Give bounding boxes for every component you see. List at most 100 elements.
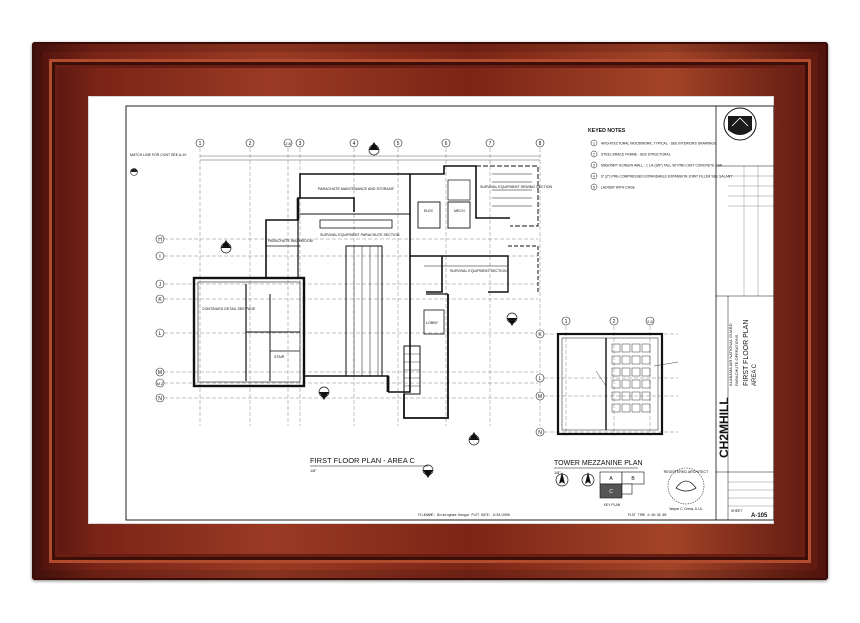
grid-bubble: K — [155, 294, 165, 304]
frame-inner-bevel — [52, 62, 808, 560]
svg-text:2: 2 — [593, 153, 595, 157]
room-label: STAIR — [274, 355, 285, 359]
row-bubbles: H I J K L M M.2 N — [155, 234, 165, 403]
svg-text:H: H — [158, 237, 162, 243]
north-arrow-icon — [555, 472, 569, 487]
room-label: PARACHUTE WASHROOM — [268, 239, 313, 243]
svg-text:J: J — [159, 282, 162, 288]
room-label: LOBBY — [426, 321, 439, 325]
grid-bubble: L — [535, 373, 545, 383]
svg-text:K: K — [538, 332, 542, 338]
title-block: ALABAMA AIR NATIONAL GUARD PARACHUTE OPE… — [715, 106, 774, 520]
svg-text:B: B — [631, 476, 635, 482]
grid-bubble: 7 — [485, 138, 495, 148]
svg-text:2: 2 — [613, 319, 616, 325]
grid-bubble: 2.8 — [645, 316, 655, 326]
grid-bubble: M.2 — [155, 378, 165, 388]
section-marker — [220, 240, 232, 254]
grid-bubble: 4 — [349, 138, 359, 148]
svg-text:L: L — [539, 376, 542, 382]
blueprint-paper: 1 2 2.8 3 4 5 6 7 8 H I J K L M M.2 N MA… — [88, 96, 774, 524]
mezzanine-plan-title: TOWER MEZZANINE PLAN — [554, 460, 643, 467]
svg-text:M: M — [538, 394, 542, 400]
first-floor-plan-title: FIRST FLOOR PLAN - AREA C — [310, 456, 415, 465]
north-arrow-icon — [581, 472, 595, 487]
guard-emblem-icon — [723, 107, 757, 141]
seal-name: Wayne C. Crews, A.I.A. — [669, 507, 702, 511]
plot-footer-right: PLOT TIME 4:46:39 AM — [628, 513, 666, 517]
keyed-note: 3 MASONRY SCREEN WALL - 1 1/4 (3/8") TAL… — [590, 161, 723, 169]
grid-bubble: 1 — [195, 138, 205, 148]
svg-text:L: L — [159, 331, 162, 337]
keyed-notes-heading: KEYED NOTES — [588, 128, 626, 134]
svg-text:8: 8 — [539, 141, 542, 147]
svg-text:1: 1 — [593, 142, 595, 146]
section-marker — [368, 142, 380, 156]
column-bubbles: 1 2 2.8 3 4 5 6 7 8 — [195, 138, 545, 148]
plot-footer-left: FILENAME: Birmingham Hangar PLOT DATE: 9… — [418, 513, 510, 517]
svg-text:2: 2 — [249, 141, 252, 147]
svg-text:MASONRY SCREEN WALL - 1 1/4 (3: MASONRY SCREEN WALL - 1 1/4 (3/8") TALL … — [601, 164, 723, 168]
blueprint-drawing: 1 2 2.8 3 4 5 6 7 8 H I J K L M M.2 N MA… — [125, 105, 774, 521]
firm-name: CH2MHILL — [717, 397, 731, 458]
room-label: MECH — [454, 209, 465, 213]
svg-text:ARCHITECTURAL WOODWORK, TYPICA: ARCHITECTURAL WOODWORK, TYPICAL - SEE IN… — [601, 142, 717, 146]
room-labels: PARACHUTE MAINTENANCE AND STORAGE SURVIV… — [202, 185, 553, 359]
architect-seal: REGISTERED ARCHITECT Wayne C. Crews, A.I… — [664, 467, 710, 511]
svg-text:N: N — [158, 396, 162, 402]
sheet-title: FIRST FLOOR PLAN — [743, 320, 750, 386]
section-marker — [468, 432, 480, 446]
room-label: PARACHUTE MAINTENANCE AND STORAGE — [318, 187, 395, 191]
svg-text:I: I — [159, 254, 160, 260]
svg-text:M.2: M.2 — [157, 382, 163, 386]
dimension-string — [200, 155, 540, 161]
first-floor-plan — [192, 165, 539, 419]
grid-bubble: M — [155, 367, 165, 377]
grid-bubble: 8 — [535, 138, 545, 148]
svg-text:N: N — [538, 430, 542, 436]
svg-text:3: 3 — [299, 141, 302, 147]
mezzanine-plan-scale: 1/8" — [554, 471, 561, 475]
section-marker — [506, 312, 518, 326]
section-markers — [220, 142, 518, 478]
svg-text:4: 4 — [353, 141, 356, 147]
sheet-subtitle: AREA C — [752, 363, 758, 386]
grid-bubble: J — [155, 279, 165, 289]
keyed-note: 5 LADDER WITH CAGE — [590, 183, 636, 191]
grid-bubble: L — [155, 328, 165, 338]
keyed-note: 1 ARCHITECTURAL WOODWORK, TYPICAL - SEE … — [590, 139, 717, 147]
svg-text:6: 6 — [445, 141, 448, 147]
svg-text:1: 1 — [199, 141, 202, 147]
svg-text:M: M — [158, 370, 162, 376]
key-plan-label: KEY PLAN — [604, 503, 621, 507]
grid-bubble: K — [535, 329, 545, 339]
key-plan: A B C KEY PLAN — [599, 471, 645, 507]
grid-bubble: 2.8 — [283, 138, 293, 148]
grid-bubble: 1 — [561, 316, 571, 326]
sheet-border — [125, 105, 774, 521]
room-label: ELEC — [424, 209, 434, 213]
project-name: ALABAMA AIR NATIONAL GUARD — [728, 323, 733, 386]
grid-bubble: M — [535, 391, 545, 401]
first-floor-plan-scale: 1/8" — [310, 469, 317, 473]
grid-bubble: 3 — [295, 138, 305, 148]
grid-rows — [158, 238, 538, 399]
room-label: SURVIVAL EQUIPMENT PARACHUTE SECTION — [320, 233, 400, 237]
keyed-notes: KEYED NOTES 1 ARCHITECTURAL WOODWORK, TY… — [588, 128, 732, 191]
match-line-note: MATCH LINE FOR CONT SEE A-10 — [130, 153, 186, 157]
grid-bubble: N — [155, 393, 165, 403]
svg-text:K: K — [158, 297, 162, 303]
tower-mezzanine-plan: 1 2 2.8 K L M N — [535, 316, 679, 437]
seal-heading: REGISTERED ARCHITECT — [664, 470, 710, 474]
svg-text:2.8: 2.8 — [647, 319, 653, 324]
svg-text:1: 1 — [565, 319, 568, 325]
grid-bubble: I — [155, 251, 165, 261]
svg-text:A: A — [609, 476, 613, 482]
project-subtitle: PARACHUTE OPERATIONS — [734, 334, 739, 386]
svg-text:3: 3 — [593, 164, 595, 168]
grid-bubble: 2 — [609, 316, 619, 326]
section-marker — [318, 386, 330, 400]
sheet-label: SHEET — [731, 509, 742, 513]
grid-bubble: 5 — [393, 138, 403, 148]
svg-text:5: 5 — [593, 186, 595, 190]
